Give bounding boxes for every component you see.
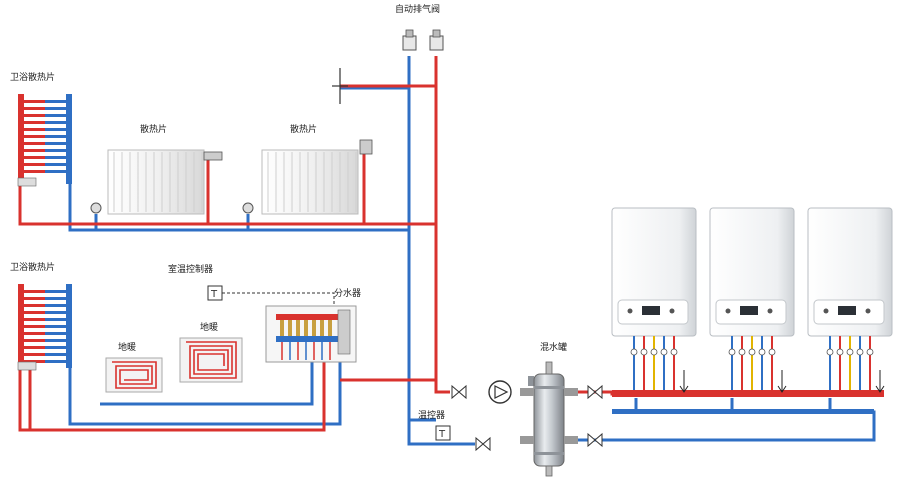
hot-valve <box>451 384 467 400</box>
hot-header-pipe <box>612 390 884 397</box>
towel-rack-top-label: 卫浴散热片 <box>10 71 55 83</box>
boiler-group <box>611 207 893 393</box>
cold-main-riser <box>407 56 475 446</box>
radiator-1 <box>90 149 223 215</box>
floor-heat-2-label: 地暖 <box>200 321 218 333</box>
radiator-1-label: 散热片 <box>140 123 167 135</box>
thermostat: T <box>207 285 335 306</box>
radiator-2 <box>242 139 373 215</box>
boiler-hot-valve <box>587 384 603 400</box>
towel-rack-bottom <box>17 284 72 371</box>
thermostat-label: 室温控制器 <box>168 263 213 275</box>
hot-main-riser <box>434 56 450 394</box>
cold-header-pipe <box>612 409 874 414</box>
boiler <box>807 207 893 393</box>
radiator-2-label: 散热片 <box>290 123 317 135</box>
faucet-icon <box>332 68 348 104</box>
towel-rack-top <box>17 94 72 187</box>
floor-heat-1-label: 地暖 <box>118 341 136 353</box>
floor-heat-1 <box>105 357 163 393</box>
circulation-pump <box>488 380 512 404</box>
boiler <box>611 207 697 393</box>
cold-valve <box>475 436 491 452</box>
auto-vent-label: 自动排气阀 <box>395 3 440 15</box>
boiler-cold-valve <box>587 432 603 448</box>
manifold <box>265 305 357 363</box>
svg-text:T: T <box>210 289 218 300</box>
towel-rack-bottom-label: 卫浴散热片 <box>10 261 55 273</box>
manifold-label: 分水器 <box>334 287 361 299</box>
floor-heat-2 <box>179 337 243 383</box>
temp-controller: T <box>435 425 451 441</box>
svg-text:T: T <box>438 429 446 440</box>
temp-controller-label: 温控器 <box>418 409 445 421</box>
hydraulic-separator <box>520 361 578 477</box>
boiler <box>709 207 795 393</box>
hydraulic-separator-label: 混水罐 <box>540 341 567 353</box>
auto-vent-valves <box>402 29 444 51</box>
